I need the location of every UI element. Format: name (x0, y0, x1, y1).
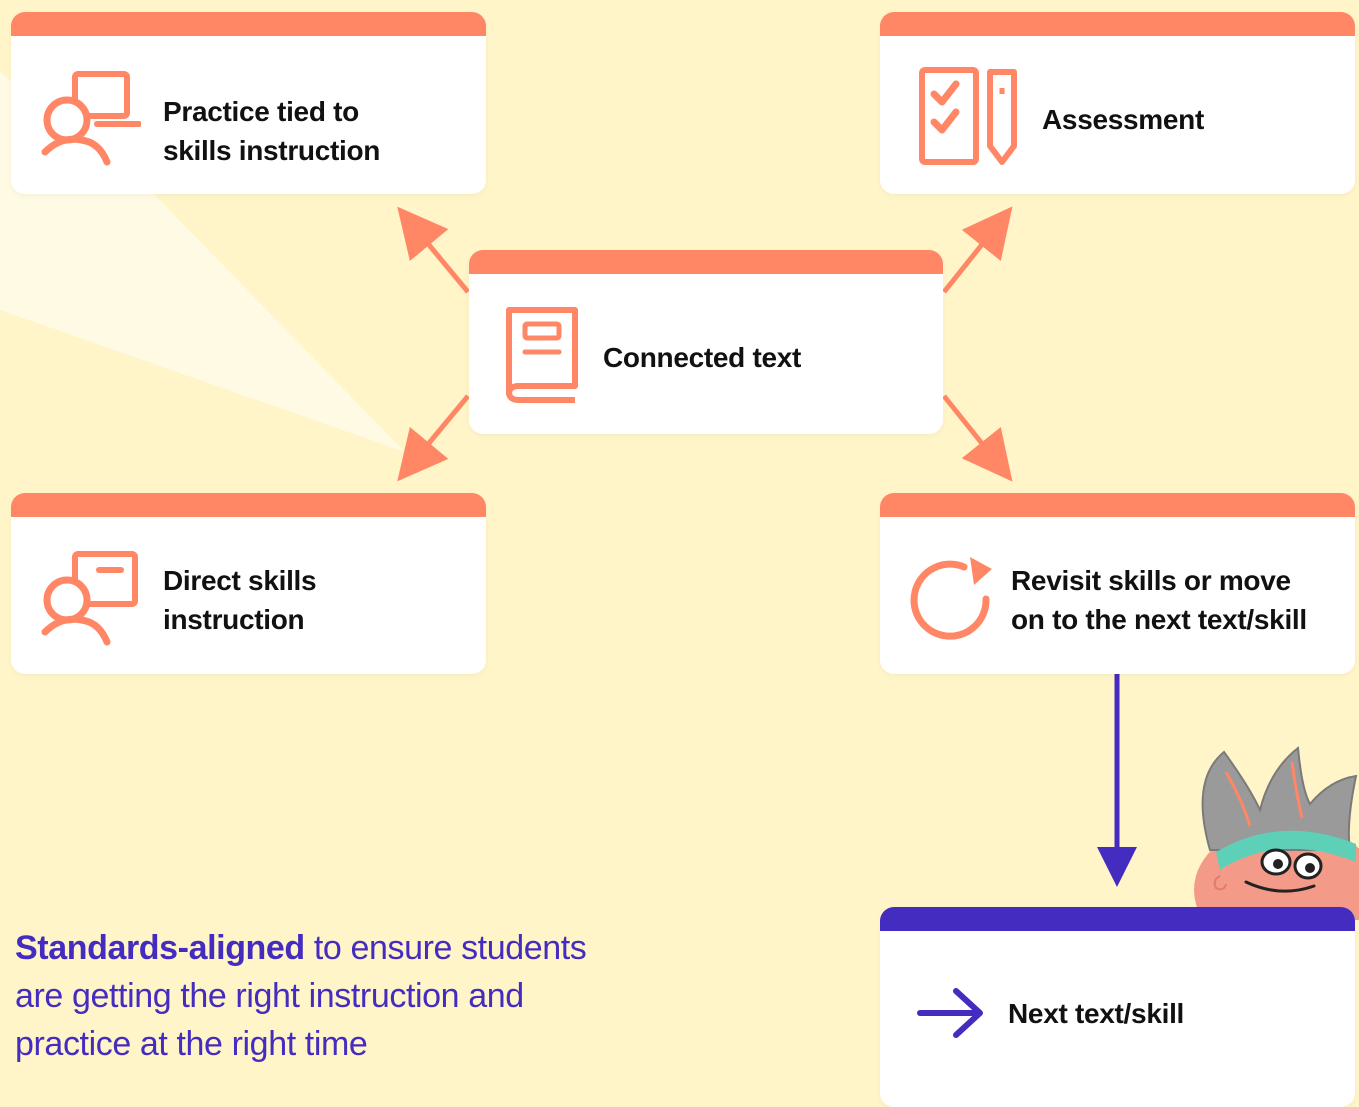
card-revisit-line1: Revisit skills or move (1011, 565, 1291, 596)
checklist-pencil-icon (916, 66, 1020, 171)
tagline-rest: to ensure students (304, 929, 587, 967)
card-direct-skills: Direct skills instruction (11, 493, 486, 674)
mascot-character-icon (1180, 740, 1359, 958)
tagline-line2: are getting the right instruction and (15, 977, 524, 1015)
tagline-line1: Standards-aligned to ensure students (15, 924, 715, 972)
card-header-bar (469, 250, 943, 274)
student-laptop-icon (41, 70, 142, 175)
arrow-to-practice (397, 206, 470, 294)
card-assessment-label: Assessment (1042, 104, 1204, 135)
card-next-label: Next text/skill (1008, 998, 1185, 1029)
card-next-text-skill: Next text/skill (880, 907, 1355, 1107)
arrow-right-icon (916, 985, 986, 1046)
card-practice-line2: skills instruction (163, 135, 381, 166)
card-header-bar (11, 493, 486, 517)
card-revisit: Revisit skills or move on to the next te… (880, 493, 1355, 674)
tagline-strong: Standards-aligned (15, 929, 305, 967)
card-practice-label: Practice tied to skills instruction (163, 92, 380, 170)
card-direct-label: Direct skills instruction (163, 561, 317, 639)
card-header-bar (11, 12, 486, 36)
card-direct-line2: instruction (163, 604, 305, 635)
tagline: Standards-aligned to ensure students are… (15, 924, 715, 1068)
card-practice-line1: Practice tied to (163, 96, 359, 127)
teacher-board-icon (41, 550, 141, 655)
card-practice: Practice tied to skills instruction (11, 12, 486, 194)
card-revisit-line2: on to the next text/skill (1011, 604, 1307, 635)
card-assessment: Assessment (880, 12, 1355, 194)
card-header-bar (880, 12, 1355, 36)
card-header-bar (880, 493, 1355, 517)
card-header-bar (880, 907, 1355, 931)
arrow-to-direct (397, 394, 470, 482)
arrow-to-assessment (942, 206, 1013, 294)
card-connected-text: Connected text (469, 250, 943, 434)
card-revisit-label: Revisit skills or move on to the next te… (1011, 561, 1307, 639)
book-icon (503, 304, 579, 409)
card-direct-line1: Direct skills (163, 565, 317, 596)
arrow-to-revisit (942, 394, 1013, 482)
tagline-line3: practice at the right time (15, 1025, 368, 1063)
card-connected-label: Connected text (603, 342, 802, 373)
connector-arrows (397, 206, 1137, 887)
refresh-icon (906, 553, 996, 648)
